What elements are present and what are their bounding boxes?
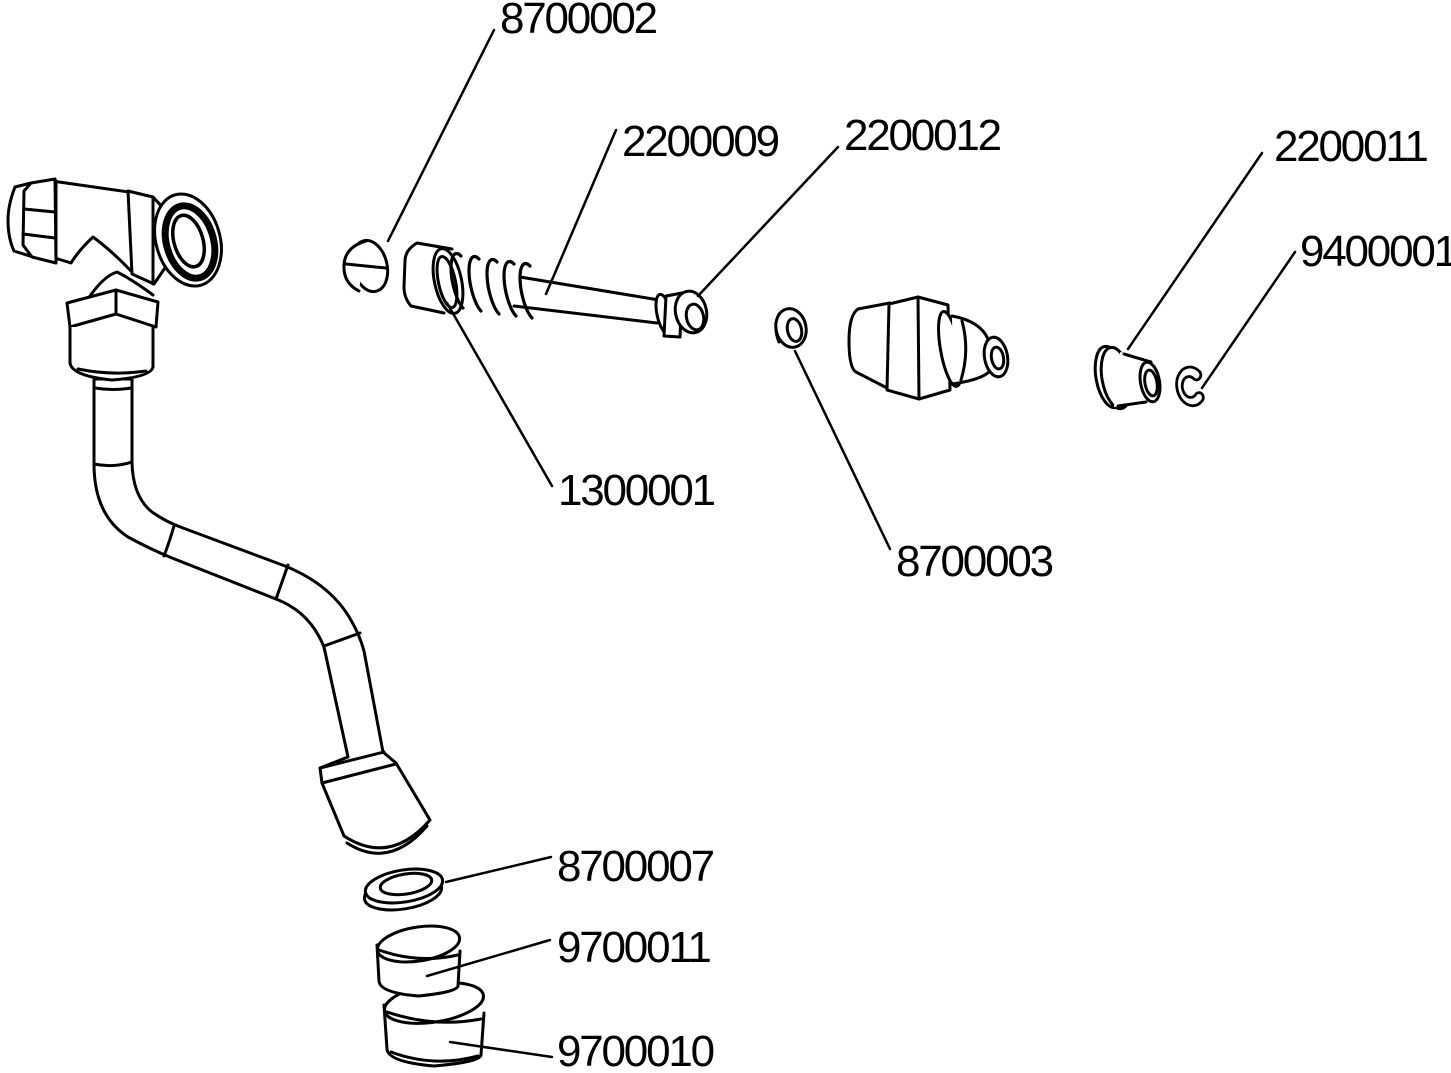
part-piston-cup (402, 241, 465, 315)
spout-pipe (92, 377, 432, 855)
part-label-1300001: 1300001 (558, 466, 715, 515)
spout-pipe-silhouette (92, 377, 432, 850)
part-stem-tip (654, 289, 709, 339)
pipe-joint-line-2 (162, 524, 176, 558)
outer-sleeve-bottom-rim (389, 1050, 480, 1063)
part-e-clip (1175, 365, 1205, 408)
spring-coil-1 (449, 251, 465, 310)
part-coupling (847, 295, 1010, 401)
e-clip-body (1175, 365, 1205, 408)
leader-2200011 (1126, 151, 1264, 351)
leader-9400001 (1200, 250, 1297, 390)
coupling-cone-step (959, 319, 968, 382)
piston-cup-rim (431, 247, 465, 315)
inner-sleeve-lip (377, 948, 460, 961)
piston-cup-bore (435, 255, 459, 309)
leader-lines (386, 28, 1297, 1059)
coupling-cone-bottom (950, 370, 991, 386)
nozzle-band-line-1 (318, 750, 386, 770)
piston-cup-body (402, 241, 454, 315)
valve-body-lower-cylinder (68, 325, 155, 382)
valve-body-hex-band (65, 288, 160, 329)
part-spring (449, 251, 534, 320)
part-inner-sleeve (375, 924, 462, 998)
valve-body-lower-rim (76, 367, 148, 375)
bushing-body-top (1122, 352, 1153, 364)
leader-1300001 (445, 301, 554, 488)
part-label-2200012: 2200012 (844, 111, 1001, 160)
valve-body (6, 177, 223, 382)
bushing-body-bottom (1116, 400, 1148, 408)
part-label-9400001: 9400001 (1300, 227, 1451, 276)
coupling-cone-fill (952, 316, 990, 384)
leader-8700003 (793, 349, 892, 551)
nozzle-rim-line (345, 824, 429, 855)
nozzle-band-line-2 (320, 762, 398, 785)
part-label-8700002: 8700002 (500, 0, 657, 43)
spring-coil-2 (467, 254, 483, 313)
leader-9700010 (448, 1040, 554, 1059)
outer-sleeve-lip (385, 1010, 483, 1024)
spring-coil-5 (518, 261, 534, 320)
pipe-joint-line-3 (274, 563, 290, 601)
part-cap (342, 238, 390, 294)
washer-bore (785, 317, 804, 343)
part-bushing (1093, 344, 1162, 411)
part-label-2200011: 2200011 (1274, 122, 1427, 171)
spring-coil-4 (502, 259, 518, 318)
stem-fill (514, 277, 659, 323)
leader-8700007 (444, 855, 553, 884)
part-label-9700011: 9700011 (557, 923, 710, 972)
stem-tip-bore (684, 302, 706, 332)
leader-8700002 (386, 28, 496, 243)
leader-9700011 (425, 938, 552, 978)
cap-slot (344, 262, 388, 270)
part-label-2200009: 2200009 (622, 117, 779, 166)
valve-body-main (50, 179, 135, 275)
pipe-joint-line-1 (92, 460, 134, 468)
part-washer-8700003 (774, 307, 808, 349)
inlet-hex-facet-2 (21, 232, 57, 240)
outlet-ring-bore (171, 213, 206, 269)
spring-coil-3 (485, 257, 501, 316)
coupling-tip-bore (989, 345, 1006, 371)
seal-washer-bore (378, 871, 434, 897)
part-label-8700003: 8700003 (896, 537, 1053, 586)
part-seal-washer (362, 867, 445, 912)
stem-top-edge (518, 275, 661, 302)
valve-body-saddle (88, 270, 155, 298)
stem-bottom-edge (512, 304, 659, 325)
inlet-hex-facet-1 (22, 207, 57, 214)
coupling-cone-top (950, 314, 990, 341)
part-stem (512, 275, 661, 325)
inlet-hex-nut (21, 177, 58, 265)
part-label-8700007: 8700007 (557, 842, 714, 891)
part-labels: 8700002 2200009 2200012 2200011 9400001 … (500, 0, 1451, 1073)
pipe-neck-step-line (93, 386, 133, 391)
coupling-hex-corner (916, 295, 921, 401)
leader-2200012 (696, 145, 840, 298)
leader-2200009 (544, 128, 618, 296)
coupling-left-cylinder (847, 301, 892, 391)
inner-sleeve-top (375, 924, 462, 964)
bushing-bore (1143, 368, 1159, 398)
part-label-9700010: 9700010 (557, 1027, 714, 1073)
pipe-joint-line-4 (322, 631, 362, 648)
